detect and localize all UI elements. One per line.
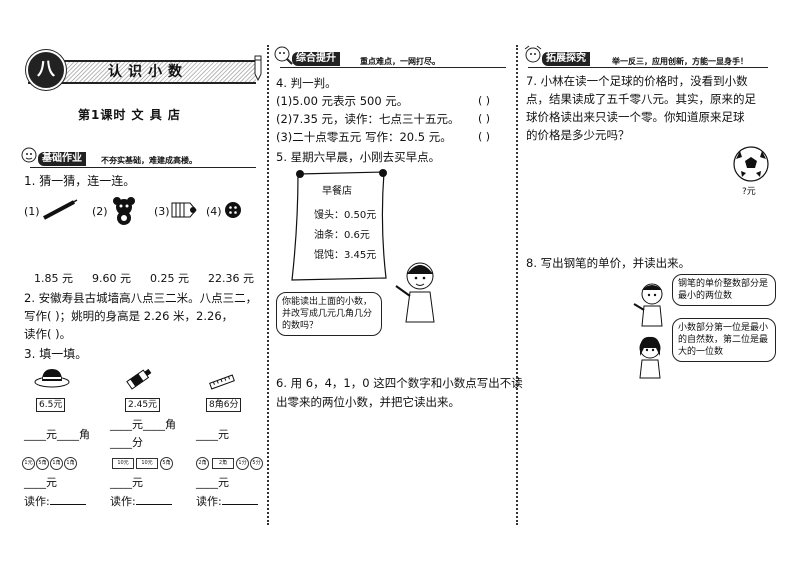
q8-bubble-2: 小数部分第一位是最小的自然数，第二位是最大的一位数 <box>672 318 776 363</box>
q3-title: 3. 填一填。 <box>24 347 88 361</box>
q2-line1: 2. 安徽寿县古城墙高八点三二米。八点三二， <box>24 291 258 305</box>
note-10-yuan-b: 10元 <box>136 458 158 469</box>
extend-section-line <box>528 67 768 68</box>
q4-item-3: (3)二十点零五元 写作：20.5 元。 <box>276 130 452 144</box>
q4-item-1: (1)5.00 元表示 500 元。 <box>276 94 409 108</box>
q1-label-3: (3) <box>154 205 170 218</box>
basic-section-line <box>30 167 256 168</box>
improve-section-note: 重点难点，一网打尽。 <box>360 57 440 66</box>
q8-title: 8. 写出钢笔的单价，并读出来。 <box>526 256 691 270</box>
note-2-jiao: 2角 <box>212 458 234 469</box>
pencil-mascot-icon <box>21 147 37 163</box>
price-tag-hat: 6.5元 <box>36 398 66 412</box>
q8-bubble-1: 钢笔的单价整数部分是最小的两位数 <box>672 274 776 307</box>
coin-1-yuan: 1元 <box>22 457 35 470</box>
read-blank[interactable] <box>221 504 258 505</box>
improve-section-line <box>280 67 506 68</box>
hat-icon <box>34 369 70 388</box>
q4-paren-2[interactable]: ( ) <box>478 112 491 125</box>
football-icon <box>733 146 769 182</box>
basic-section-tag: 基础作业 <box>38 152 86 166</box>
q3-read-label-2: 读作: <box>110 495 172 509</box>
q3-money1-yuan: ____元 <box>24 476 57 489</box>
unit-badge: 八 <box>26 50 66 90</box>
q3-read-label-3: 读作: <box>196 495 258 509</box>
coin-5-fen: 5分 <box>250 457 263 470</box>
q6-line1: 6. 用 6，4，1，0 这四个数字和小数点写出不读 <box>276 376 523 390</box>
q3-item2-answer: ____元____角 <box>110 418 176 431</box>
q5-title: 5. 星期六早晨，小刚去买早点。 <box>276 150 441 164</box>
read-blank[interactable] <box>49 504 86 505</box>
button-icon <box>225 202 241 218</box>
basic-section-note: 不夯实基础，难建成高楼。 <box>101 156 197 165</box>
q4-title: 4. 判一判。 <box>276 76 337 90</box>
football-price-label: ?元 <box>742 187 756 197</box>
q7-line1: 7. 小林在读一个足球的价格时，没看到小数 <box>526 74 748 88</box>
glue-tube-icon <box>126 368 152 390</box>
q5-speech-bubble: 你能读出上面的小数，并改写成几元几角几分的数吗？ <box>276 292 382 337</box>
q3-read-label-1: 读作: <box>24 495 86 509</box>
q7-line3: 球价格读出来只读一个零。你知道原来足球 <box>526 110 745 124</box>
q1-label-4: (4) <box>206 205 222 218</box>
coin-1-fen: 1分 <box>236 457 249 470</box>
ruler-icon <box>209 374 235 390</box>
q3-item2-answer-fen: ____分 <box>110 436 143 449</box>
boy-icon <box>633 283 663 327</box>
writing-mascot-icon <box>274 46 293 65</box>
price-tag-glue: 2.45元 <box>125 398 161 412</box>
menu-item-3: 馄饨：3.45元 <box>314 250 377 261</box>
q7-line4: 的价格是多少元吗？ <box>526 128 630 142</box>
q2-line3: 读作( )。 <box>24 327 72 341</box>
q1-price-4: 22.36 元 <box>208 272 254 285</box>
girl-icon <box>639 336 661 379</box>
q1-price-1: 1.85 元 <box>34 272 73 285</box>
q7-line2: 点，结果读成了五千零八元。其实，原来的足 <box>526 92 756 106</box>
column-divider-right <box>516 45 518 525</box>
menu-title: 早餐店 <box>322 186 352 197</box>
read-blank[interactable] <box>135 504 172 505</box>
pencil-icon <box>254 55 262 82</box>
read-label: 读作: <box>24 495 50 508</box>
q1-price-2: 9.60 元 <box>92 272 131 285</box>
menu-item-1: 馒头：0.50元 <box>314 210 377 221</box>
coin-2-jiao: 2角 <box>196 457 209 470</box>
lesson-title: 第1课时 文 具 店 <box>78 108 181 122</box>
read-label: 读作: <box>196 495 222 508</box>
q4-item-2: (2)7.35 元，读作：七点三十五元。 <box>276 112 460 126</box>
q2-line2: 写作( )；姚明的身高是 2.26 米，2.26， <box>24 309 234 323</box>
coin-1-jiao-a: 1角 <box>50 457 63 470</box>
price-tag-ruler: 8角6分 <box>206 398 242 412</box>
pen-icon <box>43 199 78 220</box>
shuttlecock-icon <box>171 202 197 218</box>
extend-section-note: 举一反三，应用创新，方能一显身手！ <box>612 57 748 66</box>
q1-title: 1. 猜一猜，连一连。 <box>24 174 136 188</box>
q1-label-2: (2) <box>92 205 108 218</box>
read-label: 读作: <box>110 495 136 508</box>
q3-money2-yuan: ____元 <box>110 476 143 489</box>
extend-section-tag: 拓展探究 <box>542 52 590 66</box>
q1-label-1: (1) <box>24 205 40 218</box>
menu-item-2: 油条：0.6元 <box>314 230 370 241</box>
q4-paren-1[interactable]: ( ) <box>478 94 491 107</box>
unit-banner: 八 认识小数 <box>26 50 256 90</box>
explore-mascot-icon <box>524 45 542 63</box>
q4-paren-3[interactable]: ( ) <box>478 130 491 143</box>
q1-price-3: 0.25 元 <box>150 272 189 285</box>
coin-5-jiao: 5角 <box>36 457 49 470</box>
q3-item1-answer: ____元____角 <box>24 428 90 441</box>
q3-item3-answer: ____元 <box>196 428 229 441</box>
coin-5-jiao-b: 5角 <box>160 457 173 470</box>
girl-pointing-icon <box>395 262 435 323</box>
menu-poster <box>291 169 387 281</box>
q6-line2: 出零来的两位小数，并把它读出来。 <box>276 395 460 409</box>
column-divider-left <box>267 45 269 525</box>
teddy-bear-icon <box>113 197 135 225</box>
unit-title: 认识小数 <box>108 64 188 80</box>
note-10-yuan-a: 10元 <box>112 458 134 469</box>
q3-money3-yuan: ____元 <box>196 476 229 489</box>
coin-1-jiao-b: 1角 <box>64 457 77 470</box>
improve-section-tag: 综合提升 <box>292 52 340 66</box>
